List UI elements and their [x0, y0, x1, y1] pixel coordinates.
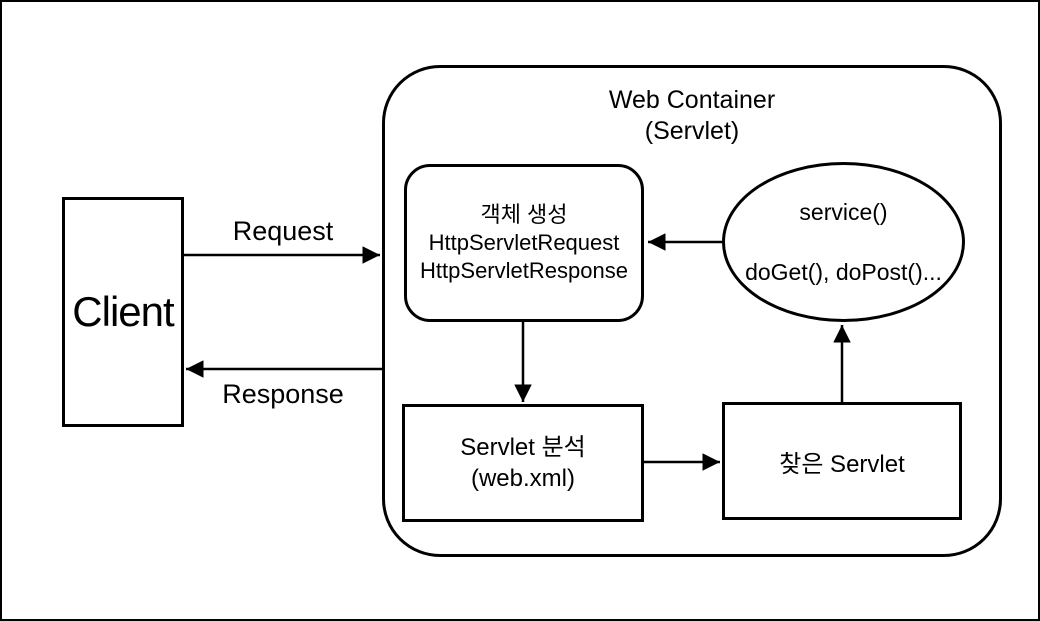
object-creation-line1: 객체 생성	[480, 202, 568, 227]
object-creation-node: 객체 생성 HttpServletRequest HttpServletResp…	[404, 164, 644, 322]
found-servlet-label: 찾은 Servlet	[779, 450, 905, 478]
client-node: Client	[62, 197, 184, 427]
response-edge-label: Response	[222, 379, 344, 409]
service-line2: doGet(), doPost()...	[745, 259, 942, 285]
web-container-title: Web Container (Servlet)	[382, 85, 1002, 147]
service-node: service() doGet(), doPost()...	[722, 162, 965, 322]
servlet-analysis-line1: Servlet 분석	[460, 434, 586, 461]
servlet-analysis-node: Servlet 분석 (web.xml)	[402, 404, 644, 522]
web-container-title-line2: (Servlet)	[644, 117, 740, 145]
object-creation-line2: HttpServletRequest	[428, 230, 620, 255]
object-creation-line3: HttpServletResponse	[420, 258, 628, 283]
found-servlet-node: 찾은 Servlet	[722, 402, 962, 520]
web-container-title-line1: Web Container	[608, 86, 776, 114]
request-edge-label: Request	[232, 216, 334, 246]
service-line1: service()	[799, 199, 888, 225]
servlet-analysis-line2: (web.xml)	[470, 465, 575, 492]
client-label: Client	[72, 288, 174, 335]
